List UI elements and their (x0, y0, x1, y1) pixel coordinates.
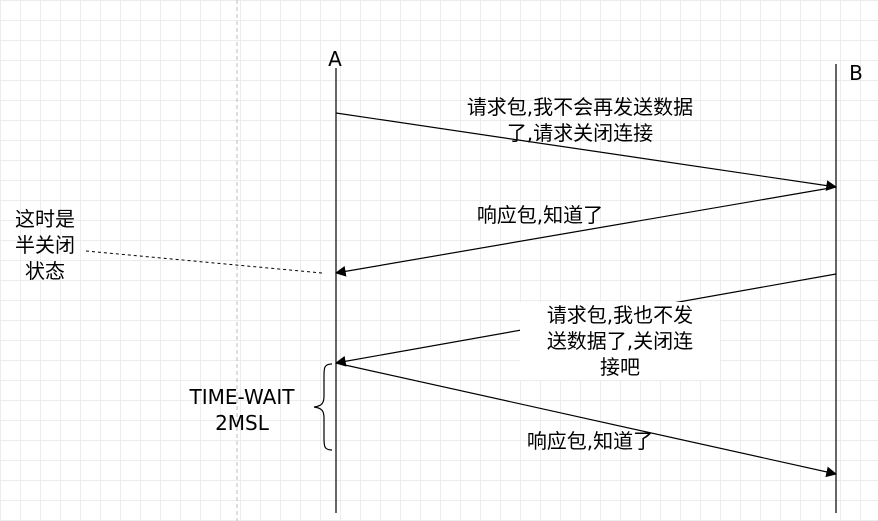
fin1-arrow (335, 112, 838, 191)
ack1-arrow (334, 186, 837, 277)
half-close-note: 这时是 半关闭 状态 (15, 207, 75, 283)
ack1-label: 响应包,知道了 (476, 203, 604, 227)
time-wait-note: TIME-WAIT 2MSL (189, 385, 295, 435)
fin1-label: 请求包,我不会再发送数据 了,请求关闭连接 (466, 95, 694, 145)
fin2-label: 请求包,我也不发 送数据了,关闭连 接吧 (520, 302, 720, 380)
participant-b-label: B (849, 61, 863, 85)
time-wait-brace (313, 363, 333, 451)
participant-a-label: A (328, 47, 342, 71)
ack2-label: 响应包,知道了 (526, 429, 654, 453)
ack2-arrow (335, 362, 838, 478)
half-close-connector (85, 250, 323, 274)
